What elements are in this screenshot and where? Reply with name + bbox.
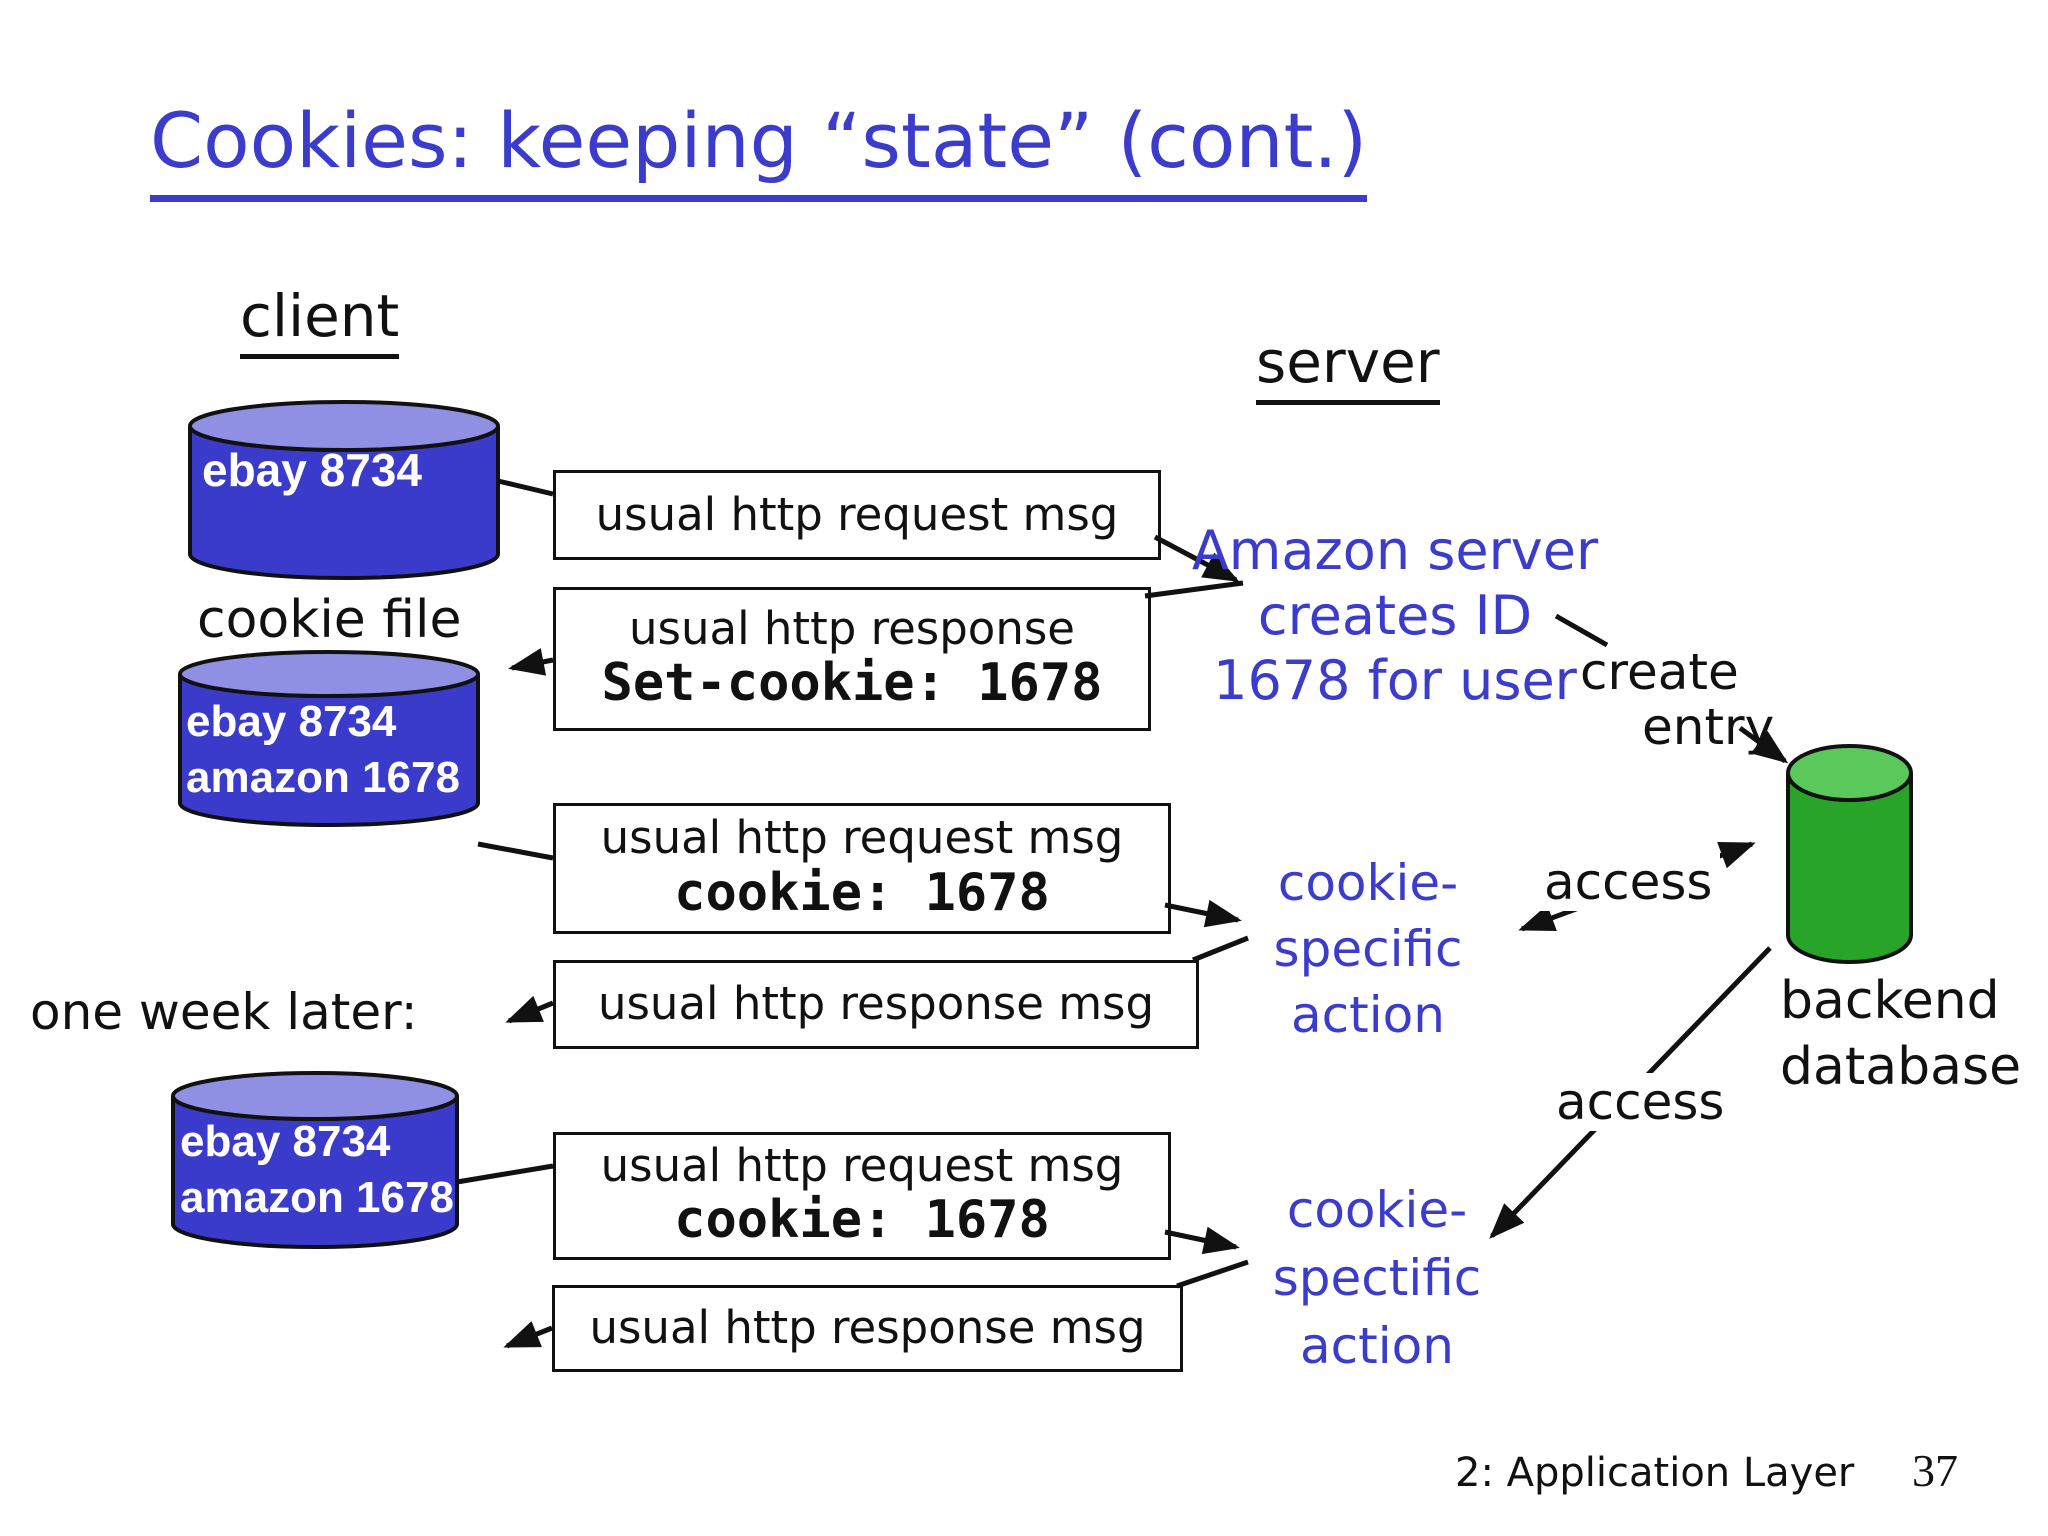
msg-text: usual http request msg [600,811,1124,865]
footer-section-label: 2: Application Layer [1455,1450,1855,1496]
arrow-response-to-client-2 [505,995,554,1024]
action-note-line: action [1300,1317,1454,1375]
action-note-line: cookie- [1286,1181,1468,1239]
amazon-note-line: 1678 for user [1213,649,1577,712]
access-label-lower: access [1548,1073,1733,1131]
msg-box-http-response-setcookie: usual http response Set-cookie: 1678 [553,587,1151,731]
msg-box-http-response-2: usual http response msg [552,1285,1183,1372]
slide-title: Cookies: keeping “state” (cont.) [150,96,1368,202]
msg-code-cookie: cookie: 1678 [674,1190,1050,1251]
action-note-line: spectific [1272,1249,1482,1307]
backend-database-label: backend database [1780,968,2021,1100]
heading-server: server [1256,328,1440,405]
msg-box-http-request-cookie-1: usual http request msg cookie: 1678 [553,803,1171,934]
msg-code-set-cookie: Set-cookie: 1678 [601,653,1103,714]
msg-text: usual http response [629,601,1075,655]
msg-box-http-request-cookie-2: usual http request msg cookie: 1678 [553,1132,1171,1260]
one-week-later-label: one week later: [30,983,418,1041]
cookie-entry: amazon 1678 [186,753,460,802]
cookie-entry: ebay 8734 [180,1117,391,1166]
action-note-line: cookie- [1277,854,1459,912]
cookie-entry: ebay 8734 [202,444,422,496]
backend-database-icon [1786,744,1913,964]
cookie-entry: ebay 8734 [186,697,397,746]
arrow-request-to-server-3 [1164,1226,1240,1255]
arrow-request-to-server-2 [1164,899,1242,928]
connector-db1-request [497,478,554,497]
amazon-note-line: Amazon server [1191,519,1599,582]
create-entry-label-line1: create [1580,643,1739,701]
backend-label-line: backend [1780,971,2000,1031]
amazon-server-note: Amazon server creates ID 1678 for user [1185,518,1605,713]
msg-text: usual http request msg [600,1138,1124,1192]
cookie-file-3-entries: ebay 8734 amazon 1678 [180,1114,454,1226]
cookie-file-label: cookie file [197,590,462,650]
msg-text: usual http request msg [595,487,1119,541]
amazon-note-line: creates ID [1257,584,1533,647]
msg-box-http-response-1: usual http response msg [553,960,1199,1049]
msg-code-cookie: cookie: 1678 [674,862,1050,923]
action-note-line: specific [1273,920,1463,978]
cookie-action-note-1: cookie- specific action [1243,850,1493,1048]
msg-text: usual http response msg [589,1301,1146,1355]
connector-db3-request [456,1163,554,1185]
action-note-line: action [1291,986,1445,1044]
access-label-upper: access [1536,853,1721,911]
cookie-entry: amazon 1678 [180,1173,454,1222]
connector-db2-request [477,841,554,861]
create-entry-label-line2: entry [1642,698,1775,756]
connector-server-response-2 [1192,935,1249,963]
cookie-file-2-entries: ebay 8734 amazon 1678 [186,694,460,806]
footer-page-number: 37 [1912,1445,1958,1496]
heading-client: client [240,282,400,359]
connector-server-response-3 [1176,1259,1249,1289]
arrow-response-to-client-3 [503,1321,553,1349]
msg-box-http-request-1: usual http request msg [553,470,1161,560]
backend-label-line: database [1780,1037,2022,1097]
arrow-response-to-client-1 [508,648,554,676]
msg-text: usual http response msg [597,977,1155,1031]
cookie-action-note-2: cookie- spectific action [1252,1176,1502,1380]
